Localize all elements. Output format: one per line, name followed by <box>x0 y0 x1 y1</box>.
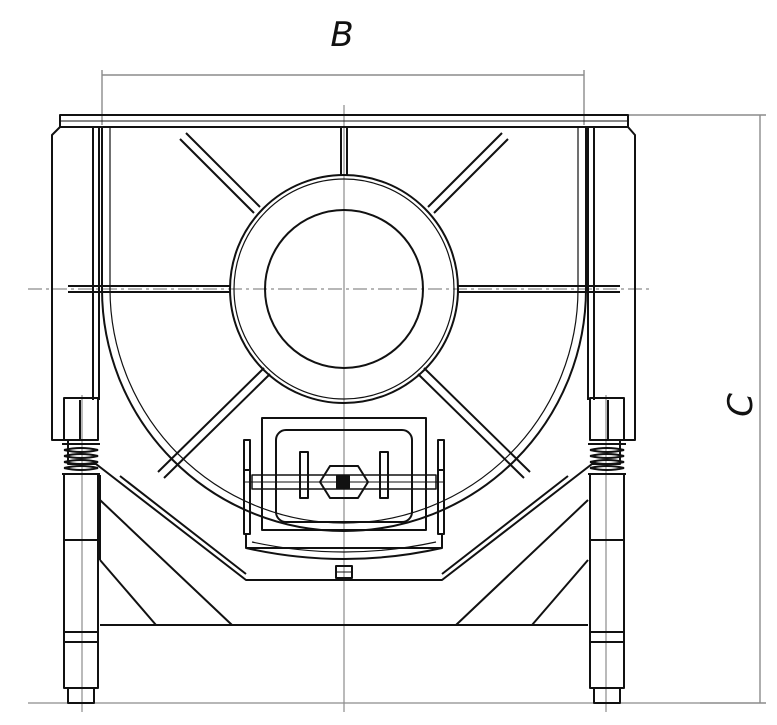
base-diag-right-2 <box>455 499 589 626</box>
left-spring <box>62 443 100 475</box>
dimension-lines <box>101 70 766 704</box>
base-inner-left <box>119 475 247 575</box>
left-housing-wall <box>51 126 81 441</box>
diag-rib-bottom-right-b <box>417 373 525 479</box>
eccentric-weight-right <box>379 451 389 499</box>
diag-rib-bottom-left-a <box>157 367 265 473</box>
right-leg <box>589 473 625 689</box>
centerlines <box>28 105 700 712</box>
bearing-right <box>437 439 445 535</box>
right-housing-wall <box>607 126 636 441</box>
drum-bore <box>264 209 424 369</box>
right-foot <box>593 687 621 704</box>
eccentric-weight-left <box>299 451 309 499</box>
left-leg <box>63 473 99 689</box>
diag-rib-top-left-a <box>185 132 261 208</box>
dimension-b-label: B <box>330 15 353 55</box>
base-diag-left-2 <box>99 499 233 626</box>
diag-rib-top-right-a <box>427 132 503 208</box>
diag-rib-top-right-b <box>433 138 509 214</box>
machine-body <box>51 114 636 704</box>
right-leg-top-block <box>589 397 625 441</box>
motor-cradle-curve-inner <box>251 541 437 553</box>
motor-cradle <box>245 534 443 549</box>
diag-rib-top-left-b <box>179 138 255 214</box>
right-spring <box>588 443 626 475</box>
drum-outer-ring <box>229 174 459 404</box>
dimension-c-label: C <box>721 393 761 417</box>
hex-hub <box>319 465 369 499</box>
base-diag-right <box>531 559 589 626</box>
base-diag-left <box>99 559 157 626</box>
left-foot <box>67 687 95 704</box>
bearing-left <box>243 439 251 535</box>
motor-housing-outer <box>261 417 427 531</box>
motor-housing-inner <box>275 429 413 523</box>
left-leg-top-block <box>63 397 99 441</box>
hex-hub-center <box>336 475 350 489</box>
diag-rib-bottom-left-b <box>163 373 271 479</box>
motor-cradle-curve <box>245 547 443 560</box>
diag-rib-bottom-right-a <box>423 367 531 473</box>
base-inner-right <box>441 475 569 575</box>
drum-outer-ring-inner <box>233 178 455 400</box>
